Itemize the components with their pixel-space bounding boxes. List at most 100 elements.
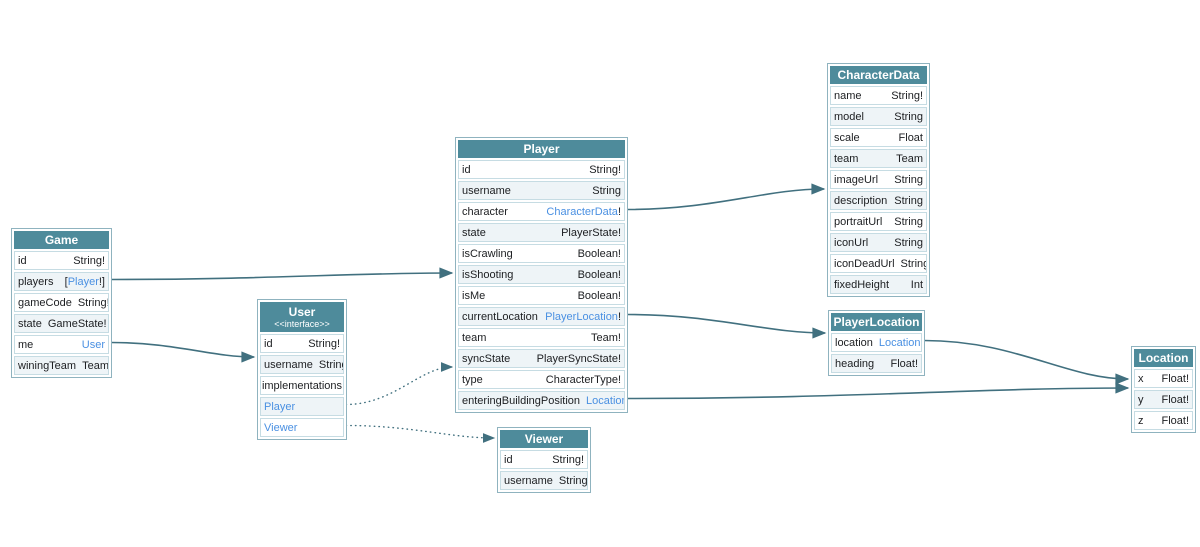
field-name: isMe [462, 289, 486, 302]
type-link[interactable]: CharacterData [546, 205, 618, 218]
field-name: y [1138, 393, 1144, 406]
type-link[interactable]: Location [586, 394, 625, 407]
field-name: username [504, 474, 553, 487]
type-text: String! [589, 163, 621, 176]
type-link[interactable]: Location [878, 336, 921, 349]
field-row[interactable]: players[Player!] [14, 272, 109, 291]
field-row[interactable]: username String [500, 471, 588, 490]
node-title: PlayerLocation [833, 314, 920, 329]
field-row[interactable]: username String [458, 181, 625, 200]
type-text: PlayerSyncState! [536, 352, 621, 365]
type-text: ! [921, 337, 922, 349]
edge-player-row11-to-location [626, 382, 1130, 400]
type-text: String [558, 474, 588, 487]
field-type: Float [899, 132, 923, 144]
field-row[interactable]: Player [260, 397, 344, 416]
node-header[interactable]: CharacterData [830, 66, 927, 84]
type-link[interactable]: PlayerLocation [545, 310, 618, 323]
type-text: CharacterType! [545, 373, 621, 386]
field-row[interactable]: implementations [260, 376, 344, 395]
field-type: PlayerLocation! [545, 311, 621, 323]
field-type: CharacterType! [546, 374, 621, 386]
type-text: Int [910, 278, 923, 291]
field-name: id [462, 163, 471, 176]
type-text: PlayerState! [561, 226, 621, 239]
field-row[interactable]: enteringBuildingPosition Location [458, 391, 625, 410]
field-type: Float! [1161, 394, 1189, 406]
field-row[interactable]: Viewer [260, 418, 344, 437]
type-text: String [592, 184, 621, 197]
node-title: User [288, 304, 316, 319]
field-row[interactable]: me User [14, 335, 109, 354]
type-text: Team [82, 359, 109, 372]
node-header[interactable]: Game [14, 231, 109, 249]
type-text: Float [898, 131, 923, 144]
field-name: enteringBuildingPosition [462, 394, 581, 407]
type-link[interactable]: User [81, 338, 105, 351]
field-type: GameState! [48, 318, 107, 330]
field-name: name [834, 89, 862, 102]
implementation-link[interactable]: Player [264, 400, 296, 413]
field-row[interactable]: y Float! [1134, 390, 1193, 409]
field-name: team [462, 331, 487, 344]
type-text: String [894, 173, 923, 186]
field-name: username [462, 184, 511, 197]
field-name: players [18, 275, 54, 288]
field-name: id [18, 254, 27, 267]
node-header[interactable]: PlayerLocation [831, 313, 922, 331]
field-row[interactable]: isMe Boolean! [458, 286, 625, 305]
field-name: z [1138, 414, 1144, 427]
field-type: Team [896, 153, 923, 165]
node-header[interactable]: Viewer [500, 430, 588, 448]
field-type: Boolean! [578, 290, 621, 302]
field-type: PlayerSyncState! [537, 353, 621, 365]
node-header[interactable]: Player [458, 140, 625, 158]
field-type: String! [589, 164, 621, 176]
implementation-link[interactable]: Viewer [264, 421, 298, 434]
field-type: String [894, 216, 923, 228]
field-type: String! [552, 454, 584, 466]
node-header[interactable]: Location [1134, 349, 1193, 367]
field-row[interactable]: id String! [458, 160, 625, 179]
field-name: me [18, 338, 34, 351]
type-link[interactable]: Player [67, 275, 99, 288]
field-name: model [834, 110, 864, 123]
node-header[interactable]: User<<interface>> [260, 302, 344, 332]
